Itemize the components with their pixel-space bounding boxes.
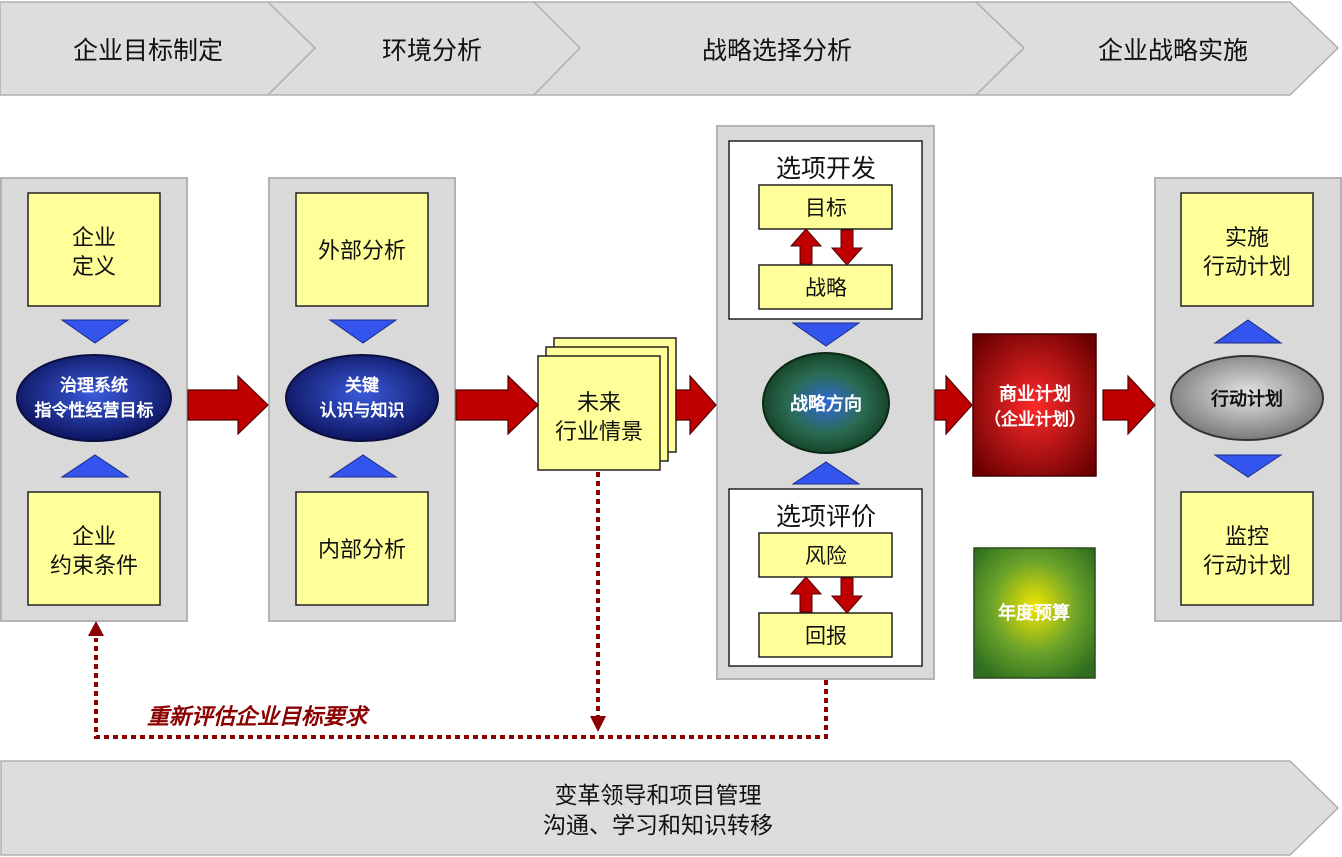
box-text: 内部分析 xyxy=(318,538,406,563)
triangle-up-icon xyxy=(328,454,398,478)
triangle-up-icon xyxy=(791,461,861,485)
option-development-title: 选项开发 xyxy=(776,154,876,183)
box-text: 行动计划 xyxy=(1203,554,1291,579)
business-plan-box xyxy=(972,333,1097,477)
ellipse-text: 战略方向 xyxy=(790,393,862,415)
risk-text: 风险 xyxy=(805,544,847,568)
governance-ellipse xyxy=(16,354,172,442)
arrow-up-icon xyxy=(88,621,104,636)
arrow-up-icon xyxy=(789,228,823,265)
monitor-action-plan-box xyxy=(1180,491,1314,606)
scenario-text: 未来 xyxy=(577,391,621,416)
box-text: 定义 xyxy=(72,255,116,280)
triangle-up-icon xyxy=(1213,319,1283,344)
column-environment: 外部分析 关键 认识与知识 内部分析 xyxy=(268,177,456,622)
arrow-down-icon xyxy=(590,716,606,732)
feedback-line xyxy=(94,638,828,739)
business-plan: 商业计划 （企业计划） xyxy=(972,333,1097,477)
phase-label-4: 企业战略实施 xyxy=(1098,36,1248,65)
triangle-down-icon xyxy=(328,319,398,344)
enterprise-definition-box xyxy=(27,192,161,307)
key-insight-ellipse xyxy=(285,354,439,442)
flow-arrow-icon xyxy=(675,374,717,436)
phase-label-3: 战略选择分析 xyxy=(702,36,852,65)
return-box xyxy=(758,612,893,658)
banner-line-1: 变革领导和项目管理 xyxy=(555,783,762,809)
phase-label-1: 企业目标制定 xyxy=(73,36,223,65)
sheet xyxy=(537,355,661,471)
strategy-direction-ellipse xyxy=(762,352,890,454)
column-implementation: 实施 行动计划 行动计划 监控 行动计划 xyxy=(1154,177,1342,622)
phase-bar: 企业目标制定 环境分析 战略选择分析 企业战略实施 xyxy=(0,1,1340,96)
box-text: 企业 xyxy=(72,525,116,550)
phase-label-2: 环境分析 xyxy=(382,36,482,65)
annual-budget-box xyxy=(973,547,1096,679)
column-goal-setting: 企业 定义 治理系统 指令性经营目标 企业 约束条件 xyxy=(0,177,188,622)
implement-action-plan-box xyxy=(1180,192,1314,307)
ellipse-text: 指令性经营目标 xyxy=(35,400,154,421)
business-plan-subtext: （企业计划） xyxy=(984,409,1086,430)
triangle-up-icon xyxy=(60,454,130,478)
strategy-text: 战略 xyxy=(805,276,847,300)
banner-chevron xyxy=(0,760,1340,856)
internal-analysis-box xyxy=(295,491,429,606)
annual-budget: 年度预算 xyxy=(973,547,1096,679)
annual-budget-text: 年度预算 xyxy=(998,602,1070,624)
scenario-text: 行业情景 xyxy=(555,420,643,445)
feedback-label: 重新评估企业目标要求 xyxy=(147,704,370,730)
ellipse-text: 治理系统 xyxy=(60,375,128,396)
flow-arrow-icon xyxy=(455,374,539,436)
box-text: 约束条件 xyxy=(50,554,138,579)
return-text: 回报 xyxy=(805,624,847,648)
risk-box xyxy=(758,532,893,578)
objective-text: 目标 xyxy=(805,196,847,220)
flow-arrow-icon xyxy=(1102,374,1156,436)
ellipse-text: 认识与知识 xyxy=(320,400,405,421)
box-text: 外部分析 xyxy=(318,239,406,264)
business-plan-text: 商业计划 xyxy=(999,383,1071,405)
triangle-down-icon xyxy=(60,319,130,344)
objective-box xyxy=(758,184,893,230)
arrow-down-icon xyxy=(830,229,864,266)
box-text: 企业 xyxy=(72,226,116,251)
strategy-box xyxy=(758,264,893,310)
triangle-down-icon xyxy=(791,322,861,347)
external-analysis-box xyxy=(295,192,429,307)
phase-chevron-4 xyxy=(974,1,1340,96)
arrow-up-icon xyxy=(789,576,823,613)
bottom-banner: 变革领导和项目管理 沟通、学习和知识转移 xyxy=(0,760,1340,856)
triangle-down-icon xyxy=(1213,454,1283,478)
banner-line-2: 沟通、学习和知识转移 xyxy=(543,813,773,839)
box-text: 行动计划 xyxy=(1203,255,1291,280)
flow-arrows xyxy=(187,374,1156,436)
column-strategy-choice: 选项开发 目标 战略 战略方向 选项评价 风险 回报 xyxy=(716,125,935,680)
future-scenarios-stack: 未来 行业情景 xyxy=(537,337,677,471)
flow-arrow-icon xyxy=(934,374,973,436)
ellipse-text: 行动计划 xyxy=(1210,388,1283,410)
action-plan-ellipse xyxy=(1170,355,1324,441)
feedback-loop xyxy=(94,472,828,739)
option-evaluation-title: 选项评价 xyxy=(776,502,876,531)
arrow-down-icon xyxy=(830,577,864,614)
enterprise-constraints-box xyxy=(27,491,161,606)
box-text: 实施 xyxy=(1225,226,1269,251)
ellipse-text: 关键 xyxy=(345,375,379,396)
box-text: 监控 xyxy=(1225,525,1269,550)
flow-arrow-icon xyxy=(187,374,269,436)
